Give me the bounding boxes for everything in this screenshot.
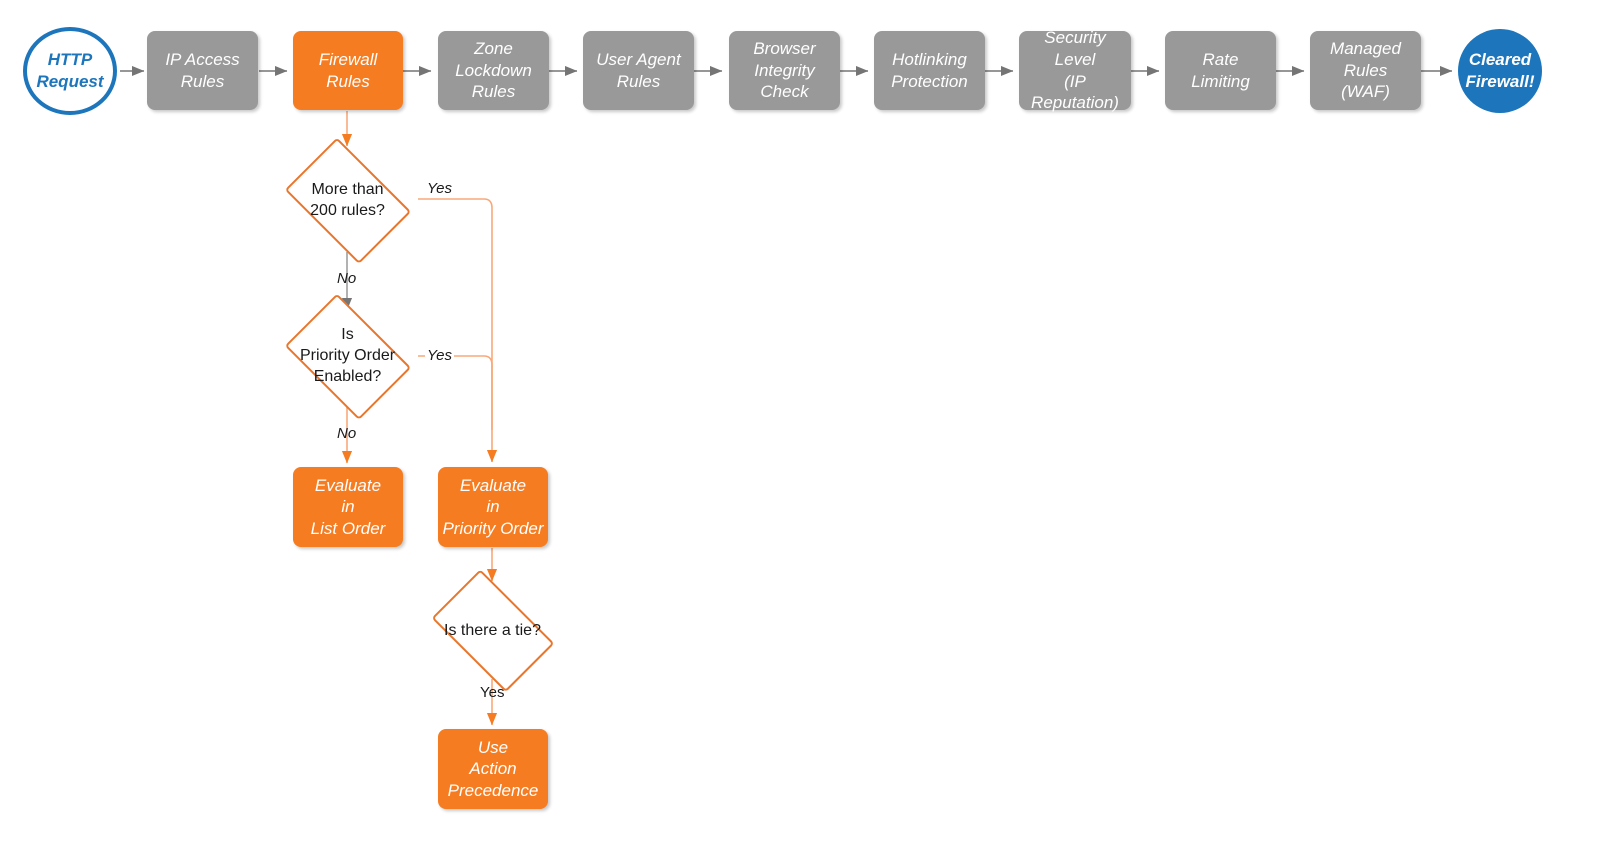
node-firewall-rules-label: Firewall Rules <box>319 49 378 92</box>
node-evaluate-in-list-order[interactable]: Evaluate in List Order <box>293 467 403 547</box>
text-line: in <box>341 497 355 517</box>
text-line: Priority Order <box>442 518 544 538</box>
edge-label-yes-priority-order: Yes <box>425 347 455 364</box>
text-line: Precedence <box>447 780 539 800</box>
text-line: Rules <box>471 82 516 102</box>
node-zone-lockdown-rules[interactable]: Zone Lockdown Rules <box>438 31 549 110</box>
text-line: Firewall! <box>1465 72 1535 91</box>
text-line: Rate <box>1202 49 1239 69</box>
node-evaluate-in-list-order-label: Evaluate in List Order <box>311 475 386 540</box>
node-is-there-a-tie[interactable]: Is there a tie? <box>418 569 567 693</box>
text-line: (WAF) <box>1341 82 1390 102</box>
text-line: Request <box>36 72 104 91</box>
node-firewall-rules[interactable]: Firewall Rules <box>293 31 403 110</box>
text-line: Browser <box>753 39 816 59</box>
text-line: Rules <box>180 71 225 91</box>
text-line: Protection <box>891 71 968 91</box>
text-line: Action <box>469 759 517 779</box>
node-more-than-200-rules-label: More than 200 rules? <box>273 180 422 222</box>
text-line: Is there a tie? <box>444 621 541 639</box>
text-line: Enabled? <box>313 367 382 385</box>
node-security-level-label: Security Level (IP Reputation) <box>1019 27 1131 113</box>
node-evaluate-in-priority-order-label: Evaluate in Priority Order <box>442 475 543 540</box>
node-more-than-200-rules[interactable]: More than 200 rules? <box>273 137 422 264</box>
text-line: Rules <box>326 71 370 91</box>
text-line: User Agent <box>596 49 681 69</box>
edge-label-no-more-than-200: No <box>337 270 357 287</box>
text-line: IP Access <box>165 49 240 69</box>
node-http-request-label: HTTP Request <box>36 49 103 92</box>
node-is-there-a-tie-label: Is there a tie? <box>418 621 567 642</box>
text-line: Evaluate <box>314 475 382 495</box>
text-line: Priority Order <box>299 347 396 365</box>
text-line: List Order <box>310 518 386 538</box>
node-hotlinking-protection-label: Hotlinking Protection <box>891 49 968 92</box>
node-managed-rules-waf[interactable]: Managed Rules (WAF) <box>1310 31 1421 110</box>
text-line: Integrity <box>754 60 815 80</box>
node-browser-integrity-check[interactable]: Browser Integrity Check <box>729 31 840 110</box>
text-line: Rules <box>616 71 661 91</box>
node-user-agent-rules-label: User Agent Rules <box>596 49 680 92</box>
node-rate-limiting[interactable]: Rate Limiting <box>1165 31 1276 110</box>
node-ip-access-rules[interactable]: IP Access Rules <box>147 31 258 110</box>
node-is-priority-order-enabled[interactable]: Is Priority Order Enabled? <box>273 293 422 420</box>
node-user-agent-rules[interactable]: User Agent Rules <box>583 31 694 110</box>
node-rate-limiting-label: Rate Limiting <box>1191 49 1250 92</box>
text-line: in <box>486 497 500 517</box>
text-line: Is <box>341 326 354 344</box>
text-line: Firewall <box>318 49 378 69</box>
node-is-priority-order-enabled-label: Is Priority Order Enabled? <box>273 325 422 387</box>
text-line: 200 rules? <box>310 201 385 219</box>
text-line: (IP Reputation) <box>1031 71 1119 113</box>
text-line: Check <box>760 82 809 102</box>
text-line: Use <box>477 737 509 757</box>
edge-label-no-priority-order: No <box>337 425 357 442</box>
node-cleared-firewall[interactable]: Cleared Firewall! <box>1458 29 1542 113</box>
node-managed-rules-waf-label: Managed Rules (WAF) <box>1330 38 1401 103</box>
text-line: Evaluate <box>459 475 527 495</box>
text-line: Zone <box>474 39 513 59</box>
edge-more-than-200-yes <box>418 198 498 463</box>
text-line: Limiting <box>1191 71 1250 91</box>
node-use-action-precedence[interactable]: Use Action Precedence <box>438 729 548 809</box>
node-hotlinking-protection[interactable]: Hotlinking Protection <box>874 31 985 110</box>
text-line: Security <box>1044 28 1106 48</box>
edge-label-yes-more-than-200: Yes <box>427 180 453 197</box>
node-evaluate-in-priority-order[interactable]: Evaluate in Priority Order <box>438 467 548 547</box>
text-line: HTTP <box>47 50 93 70</box>
text-line: Lockdown <box>455 60 532 80</box>
text-line: Managed <box>1330 39 1401 59</box>
node-use-action-precedence-label: Use Action Precedence <box>448 737 539 802</box>
text-line: Hotlinking <box>892 49 967 69</box>
edge-priority-order-yes <box>418 355 493 430</box>
text-line: Level <box>1054 49 1096 69</box>
text-line: More than <box>311 180 384 198</box>
node-security-level[interactable]: Security Level (IP Reputation) <box>1019 28 1131 112</box>
node-zone-lockdown-rules-label: Zone Lockdown Rules <box>455 38 532 103</box>
node-ip-access-rules-label: IP Access Rules <box>165 49 239 92</box>
text-line: Rules <box>1343 60 1388 80</box>
node-browser-integrity-check-label: Browser Integrity Check <box>753 38 815 103</box>
edge-label-yes-tie: Yes <box>480 684 505 701</box>
text-line: Cleared <box>1468 50 1532 70</box>
node-http-request[interactable]: HTTP Request <box>23 27 117 115</box>
node-cleared-firewall-label: Cleared Firewall! <box>1466 49 1535 92</box>
